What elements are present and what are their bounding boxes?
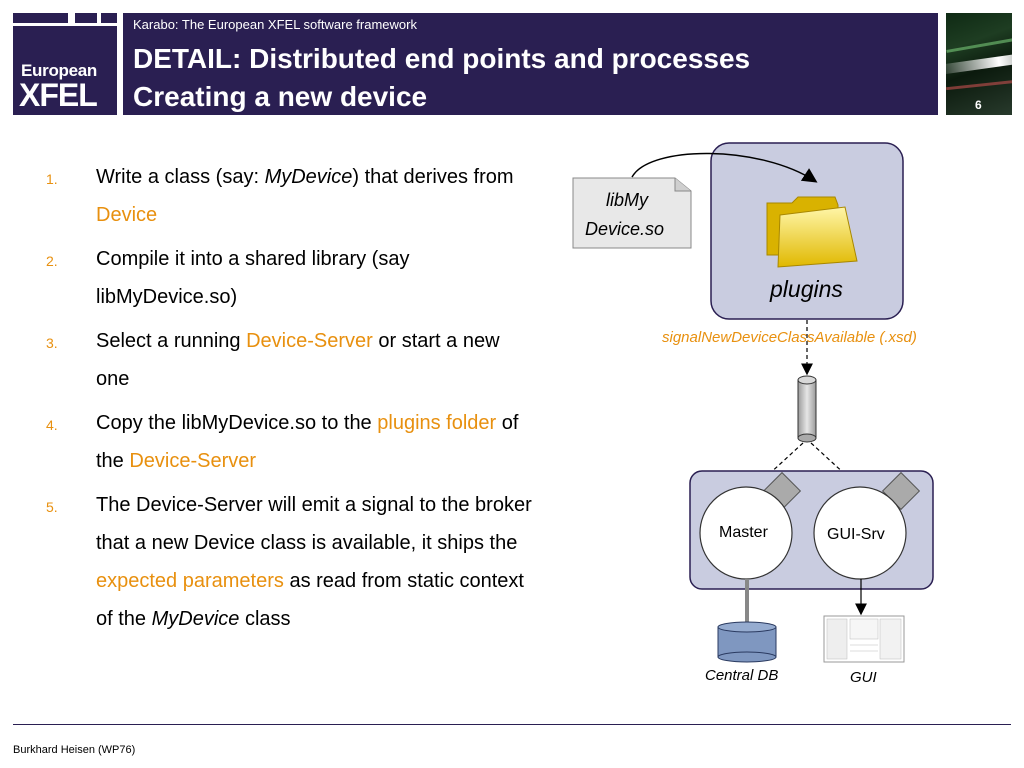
list-text-italic: MyDevice [151, 608, 240, 630]
broker-cylinder-icon [797, 375, 817, 443]
page-number: 6 [975, 98, 982, 112]
file-label-line1: libMy [606, 190, 649, 210]
list-text: or start a new one [96, 330, 500, 390]
steps-list: 1. Write a class (say: MyDevice) that de… [46, 158, 536, 644]
footer-text: Burkhard Heisen (WP76) [13, 744, 136, 756]
list-number: 4. [46, 417, 58, 433]
logo-text-xfel: XFEL [19, 77, 98, 113]
broker-to-master-line [753, 442, 804, 489]
list-text: The Device-Server will emit a signal to … [96, 494, 532, 554]
list-text: of the [96, 412, 519, 472]
logo-block [13, 13, 68, 23]
list-item: 5. The Device-Server will emit a signal … [46, 486, 536, 638]
logo-block [101, 13, 117, 23]
gui-label: GUI [850, 669, 877, 686]
broker-to-guisrv-line [810, 442, 861, 489]
list-text: Write a class (say: [96, 166, 265, 188]
list-text-highlight: plugins folder [377, 412, 497, 434]
folder-icon [766, 196, 858, 268]
photo-streak [946, 52, 1012, 76]
list-text-highlight: Device-Server [129, 450, 257, 472]
logo-block [75, 13, 97, 23]
list-text: ) that derives from [352, 166, 514, 188]
list-number: 2. [46, 253, 58, 269]
list-text: Copy the libMyDevice.so to the [96, 412, 378, 434]
list-item: 4. Copy the libMyDevice.so to the plugin… [46, 404, 536, 480]
file-label-line2: Device.so [585, 219, 665, 239]
database-icon [717, 621, 777, 663]
slide-header: Karabo: The European XFEL software frame… [123, 13, 938, 115]
list-text: as read from static context of the [96, 570, 524, 630]
guisrv-node [813, 486, 907, 580]
list-number: 5. [46, 499, 58, 515]
list-item: 2. Compile it into a shared library (say… [46, 240, 536, 316]
master-label: Master [719, 524, 768, 541]
logo-panel [13, 26, 117, 115]
photo-streak [946, 36, 1012, 53]
footer-divider [13, 724, 1011, 725]
list-text: Compile it into a shared library (say li… [96, 248, 410, 308]
master-db-link [745, 579, 749, 629]
slide-title-line2: Creating a new device [133, 81, 428, 112]
header-photo [946, 13, 1012, 115]
list-text-highlight: Device [96, 204, 158, 226]
list-text-highlight: Device-Server [246, 330, 373, 352]
copy-arrow [631, 152, 818, 183]
photo-streak [946, 78, 1012, 91]
list-text-italic: MyDevice [264, 166, 353, 188]
list-item: 3. Select a running Device-Server or sta… [46, 322, 536, 398]
db-label: Central DB [705, 667, 779, 684]
logo-text-european: European [21, 61, 98, 80]
list-item: 1. Write a class (say: MyDevice) that de… [46, 158, 536, 234]
list-number: 1. [46, 171, 58, 187]
file-icon [572, 177, 692, 249]
european-xfel-logo: European XFEL [13, 13, 117, 115]
list-number: 3. [46, 335, 58, 351]
header-subtitle: Karabo: The European XFEL software frame… [133, 17, 417, 32]
list-text: Select a running [96, 330, 247, 352]
signal-label: signalNewDeviceClassAvailable (.xsd) [662, 329, 917, 346]
architecture-diagram [572, 142, 934, 663]
gui-screenshot-icon [823, 615, 905, 663]
plugins-label: plugins [770, 276, 843, 302]
list-text-highlight: expected parameters [96, 570, 284, 592]
slide-title-line1: DETAIL: Distributed end points and proce… [133, 43, 751, 74]
guisrv-label: GUI-Srv [827, 526, 885, 543]
list-text: class [239, 608, 291, 630]
